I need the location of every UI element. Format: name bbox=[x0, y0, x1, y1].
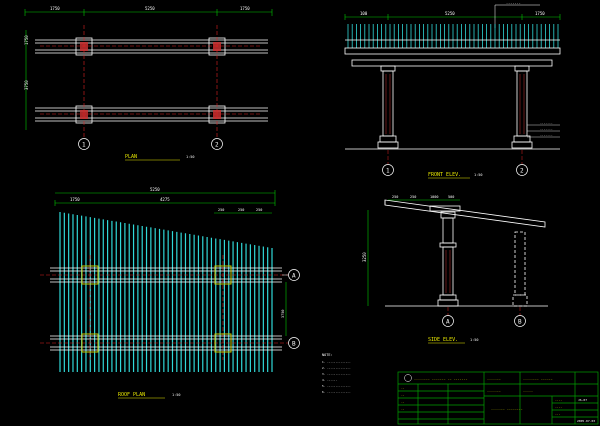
roof-axis-a: A bbox=[292, 273, 296, 280]
notes-heading: NOTE: bbox=[322, 353, 333, 357]
roof-axis-b: B bbox=[292, 341, 296, 348]
roof-dim-3: 250 bbox=[218, 208, 224, 212]
roof-dim-1: 1750 bbox=[70, 197, 80, 202]
stage-label: --- bbox=[555, 412, 561, 416]
roof-plan-view: 5250 1750 4275 250 250 250 bbox=[40, 187, 300, 399]
project-label: ------- bbox=[487, 377, 501, 381]
side-dim-2: 250 bbox=[410, 195, 416, 199]
side-axis-b: B bbox=[518, 319, 522, 326]
front-note-3: ------- bbox=[540, 133, 553, 137]
plan-axis-2: 2 bbox=[215, 142, 219, 149]
note-item: 5. -------------- bbox=[322, 384, 351, 388]
front-note-1: ------- bbox=[540, 121, 553, 125]
plan-scale: 1:50 bbox=[186, 155, 194, 159]
date-label: ---- bbox=[555, 405, 562, 409]
plan-dim-top-1: 1750 bbox=[50, 6, 60, 11]
note-item: 2. -------------- bbox=[322, 366, 351, 370]
roof-dim-total: 5250 bbox=[150, 187, 160, 192]
tb-row: -- bbox=[401, 393, 405, 397]
drawing-label: ------- bbox=[487, 389, 501, 393]
tb-row: -- bbox=[401, 400, 405, 404]
company-name: -------- ------- -- ------- bbox=[414, 377, 468, 381]
side-dim-3: 1000 bbox=[430, 195, 438, 199]
drawing-value: ----- bbox=[523, 389, 533, 393]
plan-dim-left-1: 1750 bbox=[24, 35, 29, 45]
roof-scale: 1:50 bbox=[172, 393, 180, 397]
note-item: 4. ------ bbox=[322, 378, 337, 382]
side-dim-1: 250 bbox=[392, 195, 398, 199]
plan-dim-left-2: 3750 bbox=[24, 80, 29, 90]
side-axis-a: A bbox=[446, 319, 450, 326]
tb-row: -- bbox=[401, 407, 405, 411]
front-dim-2: 5250 bbox=[445, 11, 455, 16]
roof-dim-5: 250 bbox=[256, 208, 262, 212]
title-block: -------- ------- -- ------- ------- ----… bbox=[397, 371, 599, 425]
front-axis-1: 1 bbox=[386, 168, 390, 175]
note-item: 1. -------------- bbox=[322, 360, 351, 364]
side-scale: 1:50 bbox=[470, 338, 478, 342]
plan-dim-top-3: 1750 bbox=[240, 6, 250, 11]
sheet-no-label: ---- bbox=[555, 398, 562, 402]
tb-row: -- bbox=[401, 386, 405, 390]
roof-title: ROOF PLAN bbox=[118, 392, 145, 398]
roof-right-dim: 3750 bbox=[281, 310, 285, 318]
project-value: -------- ------ bbox=[523, 377, 553, 381]
sheet-name: ------- -------- bbox=[491, 407, 523, 411]
plan-axis-1: 1 bbox=[82, 142, 86, 149]
plan-title: PLAN bbox=[125, 154, 137, 160]
front-axis-2: 2 bbox=[520, 168, 524, 175]
sheet-no-value: JS-07 bbox=[578, 398, 587, 402]
front-dim-3: 1750 bbox=[535, 11, 545, 16]
front-note-2: ------- bbox=[540, 127, 553, 131]
note-item: 3. -------------- bbox=[322, 372, 351, 376]
side-dim-4: 500 bbox=[448, 195, 454, 199]
plan-dim-top-2: 5250 bbox=[145, 6, 155, 11]
top-plan-view: 1750 5250 1750 1750 3750 bbox=[24, 6, 273, 161]
side-dim-left: 3250 bbox=[362, 252, 367, 262]
general-notes: NOTE: 1. -------------- 2. -------------… bbox=[322, 353, 351, 394]
note-item: 6. -------------- bbox=[322, 390, 351, 394]
roof-dim-2: 4275 bbox=[160, 197, 170, 202]
front-elevation-view: 100 5250 1750 ------- bbox=[344, 1, 561, 179]
roof-dim-4: 250 bbox=[238, 208, 244, 212]
side-title: SIDE ELEV. bbox=[428, 337, 458, 343]
front-scale: 1:50 bbox=[474, 173, 482, 177]
front-callout: ------- bbox=[506, 1, 521, 5]
date-value: 2005.07.03 bbox=[577, 419, 595, 423]
front-dim-1: 100 bbox=[360, 11, 368, 16]
side-elevation-view: 250 250 1000 500 3250 bbox=[362, 195, 548, 344]
front-title: FRONT ELEV. bbox=[428, 172, 461, 178]
